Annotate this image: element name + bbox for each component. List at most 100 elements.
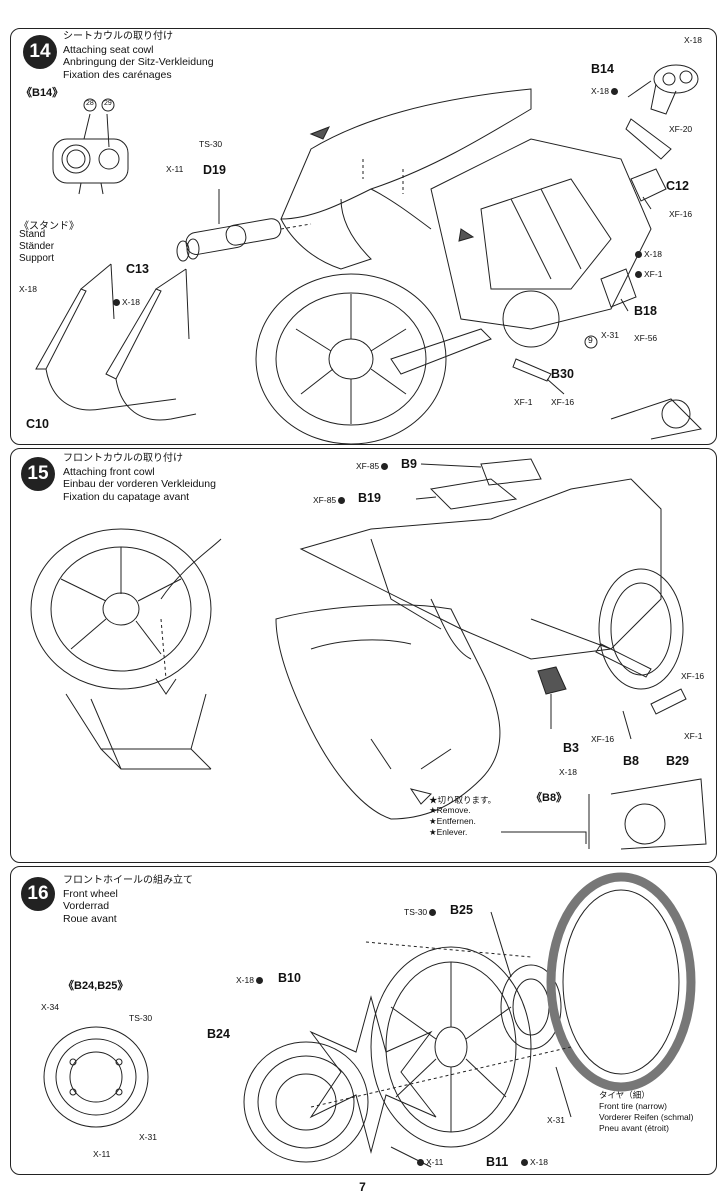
c12-part-drawing bbox=[630, 168, 667, 202]
frame-15-drawing bbox=[299, 478, 684, 690]
label-xf16-b8: XF-16 bbox=[591, 734, 615, 744]
b29-part-drawing bbox=[650, 688, 687, 715]
b9-part-drawing bbox=[480, 458, 542, 486]
cut-note-fr: ★Enlever. bbox=[429, 827, 468, 837]
label-b19: B19 bbox=[358, 491, 381, 505]
seat-cowl-drawing bbox=[280, 88, 532, 270]
label-x18-stand-a: X-18 bbox=[19, 284, 37, 294]
b8-inset-drawing bbox=[501, 831, 587, 844]
label-x18-stand-b: X-18 bbox=[111, 297, 140, 307]
label-d19: D19 bbox=[203, 163, 226, 177]
label-b18: B18 bbox=[634, 304, 657, 318]
label-c13: C13 bbox=[126, 262, 149, 276]
stand-drawing bbox=[35, 263, 197, 421]
label-xf56: XF-56 bbox=[634, 333, 658, 343]
label-x31-b18: X-31 bbox=[601, 330, 619, 340]
b18-part-drawing bbox=[600, 268, 637, 308]
stand-title-jp: 《スタンド》 bbox=[19, 221, 79, 232]
stand-title-de: Ständer bbox=[19, 241, 55, 252]
footpeg-drawing bbox=[610, 398, 703, 440]
front-cowl-drawing bbox=[275, 604, 501, 820]
label-x18-b10: X-18 bbox=[236, 975, 265, 985]
stand-title-en: Stand bbox=[19, 229, 46, 240]
brake-disc-b24-drawing bbox=[243, 1041, 369, 1163]
tire-label-en: Front tire (narrow) bbox=[599, 1101, 668, 1111]
label-xf1-b18: XF-1 bbox=[633, 269, 662, 279]
label-x18-b14-left: X-18 bbox=[591, 86, 620, 96]
label-b8-inset: 《B8》 bbox=[531, 792, 568, 804]
step-15-illustration bbox=[30, 458, 707, 850]
step-16-number: 16 bbox=[21, 877, 55, 911]
tire-label-jp: タイヤ（細） bbox=[599, 1090, 650, 1100]
b3-part-drawing bbox=[537, 666, 567, 695]
tire-label-de: Vorderer Reifen (schmal) bbox=[599, 1112, 694, 1122]
label-xf85-b9: XF-85 bbox=[356, 461, 390, 471]
page-number: 7 bbox=[359, 1180, 366, 1194]
b30-part-drawing bbox=[512, 358, 552, 382]
b14-meter-drawing bbox=[52, 98, 129, 195]
label-x11: X-11 bbox=[166, 164, 184, 174]
rear-wheel-drawing bbox=[255, 273, 447, 444]
step-14-number: 14 bbox=[23, 35, 57, 69]
label-circled-9: 9 bbox=[588, 335, 593, 345]
label-xf16-c12: XF-16 bbox=[669, 209, 693, 219]
step-15-number: 15 bbox=[21, 457, 55, 491]
rear-wheel-stand-drawing bbox=[30, 528, 222, 770]
label-xf85-b19: XF-85 bbox=[313, 495, 347, 505]
label-ts30-b25: TS-30 bbox=[404, 907, 438, 917]
b14-num-29: 29 bbox=[104, 100, 112, 107]
stand-title-fr: Support bbox=[19, 253, 55, 264]
label-xf1-b29: XF-1 bbox=[684, 731, 703, 741]
b14-num-28: 28 bbox=[86, 100, 94, 107]
step-16-panel: 16 フロントホイールの組み立て Front wheel Vorderrad R… bbox=[10, 866, 717, 1175]
frame-drawing bbox=[390, 118, 672, 375]
label-xf16-b30: XF-16 bbox=[551, 397, 575, 407]
b19-part-drawing bbox=[429, 478, 518, 510]
label-b30: B30 bbox=[551, 367, 574, 381]
label-b9: B9 bbox=[401, 457, 417, 471]
muffler-d19-drawing bbox=[176, 218, 312, 262]
label-b24: B24 bbox=[207, 1027, 230, 1041]
label-ts30-inset: TS-30 bbox=[129, 1013, 153, 1023]
label-ts30: TS-30 bbox=[199, 139, 223, 149]
wheel-b11-drawing bbox=[370, 946, 532, 1148]
b14-part-drawing bbox=[650, 64, 699, 115]
step-14-panel: 14 シートカウルの取り付け Attaching seat cowl Anbri… bbox=[10, 28, 717, 445]
label-b8: B8 bbox=[623, 754, 639, 768]
label-x31-inset: X-31 bbox=[139, 1132, 157, 1142]
label-x18-b14-top: X-18 bbox=[684, 35, 702, 45]
step-15-panel: 15 フロントカウルの取り付け Attaching front cowl Ein… bbox=[10, 448, 717, 863]
label-xf20: XF-20 bbox=[669, 124, 693, 134]
label-x18-b11: X-18 bbox=[519, 1157, 548, 1167]
label-x34: X-34 bbox=[41, 1002, 59, 1012]
label-b10: B10 bbox=[278, 971, 301, 985]
cut-note-de: ★Entfernen. bbox=[429, 816, 476, 826]
circled-9-drawing bbox=[584, 335, 598, 349]
label-x18-b18: X-18 bbox=[633, 249, 662, 259]
label-x18-b3: X-18 bbox=[559, 767, 577, 777]
step-14-title: シートカウルの取り付け Attaching seat cowl Anbringu… bbox=[63, 31, 214, 81]
label-b3: B3 bbox=[563, 741, 579, 755]
label-b25: B25 bbox=[450, 903, 473, 917]
cut-note-en: ★Remove. bbox=[429, 805, 471, 815]
label-xf16-b29: XF-16 bbox=[681, 671, 705, 681]
cut-note-jp: ★切り取ります。 bbox=[429, 795, 497, 805]
inset-b24-b25-label: 《B24,B25》 bbox=[63, 980, 129, 992]
step-15-title: フロントカウルの取り付け Attaching front cowl Einbau… bbox=[63, 453, 216, 503]
label-x31-b11: X-31 bbox=[547, 1115, 565, 1125]
label-x11-inset: X-11 bbox=[93, 1149, 111, 1159]
b14-inset-label: 《B14》 bbox=[21, 87, 64, 99]
label-b14: B14 bbox=[591, 62, 614, 76]
label-x11-b24: X-11 bbox=[415, 1157, 443, 1167]
tire-label-fr: Pneu avant (étroit) bbox=[599, 1123, 669, 1133]
front-tire-drawing bbox=[546, 872, 696, 1092]
step-16-illustration bbox=[43, 872, 696, 1168]
label-c12: C12 bbox=[666, 179, 689, 193]
b8-part-drawing bbox=[595, 643, 652, 678]
step-14-illustration bbox=[35, 64, 703, 444]
label-b29: B29 bbox=[666, 754, 689, 768]
hub-b10-drawing bbox=[309, 995, 437, 1154]
label-xf1-b30: XF-1 bbox=[514, 397, 533, 407]
label-b11: B11 bbox=[486, 1155, 509, 1169]
step-16-title: フロントホイールの組み立て Front wheel Vorderrad Roue… bbox=[63, 875, 193, 925]
